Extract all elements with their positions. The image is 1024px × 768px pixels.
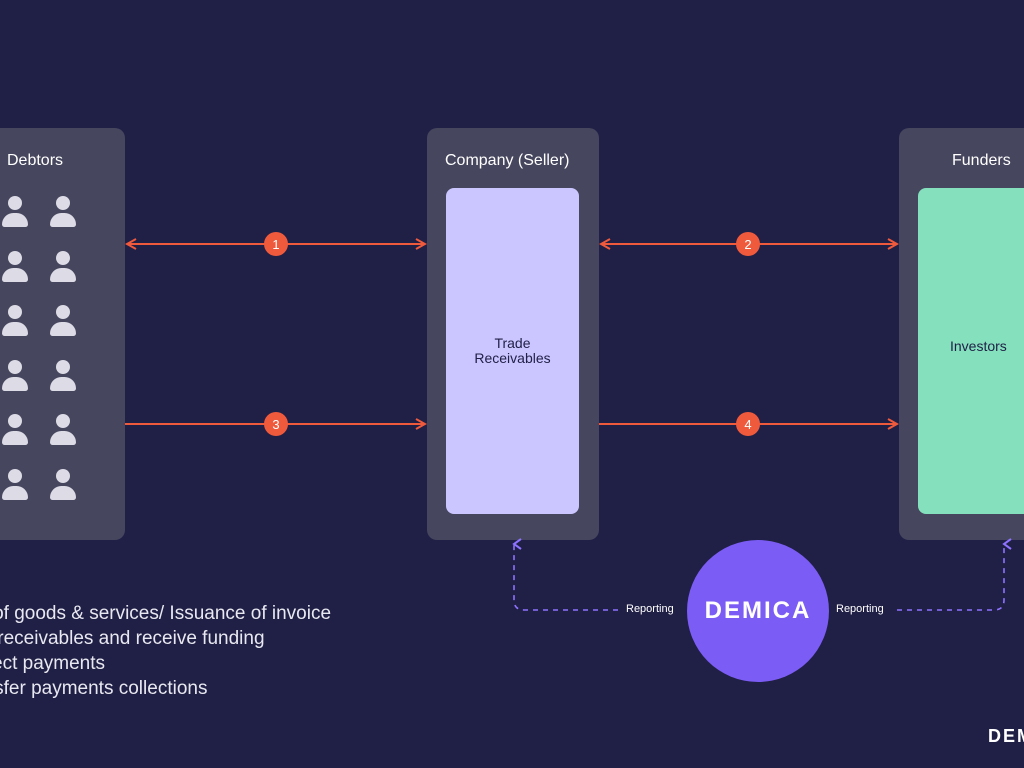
investors-box [918, 188, 1024, 514]
legend: le of goods & services/ Issuance of invo… [0, 601, 331, 701]
legend-item-2: ell receivables and receive funding [0, 628, 265, 649]
company-title: Company (Seller) [445, 152, 570, 169]
debtors-title: Debtors [7, 152, 64, 169]
person-icon [50, 250, 76, 282]
reporting-left-label: Reporting [626, 603, 674, 615]
person-icon [2, 196, 28, 227]
person-icon [50, 414, 76, 446]
person-icon [2, 414, 28, 446]
trade-receivables-box: Trade Receivables [446, 188, 579, 514]
person-icon [2, 359, 28, 391]
flow-1-badge: 1 [264, 232, 288, 256]
flow-1-number: 1 [272, 237, 279, 252]
person-icon [2, 250, 28, 282]
person-icon [2, 469, 28, 500]
investors-label: Investors [950, 338, 1007, 354]
flow-4-number: 4 [744, 417, 751, 432]
legend-item-4: ansfer payments collections [0, 678, 208, 699]
demica-hub: DEMICA [687, 540, 829, 682]
flow-4-badge: 4 [736, 412, 760, 436]
demica-hub-label: DEMICA [704, 597, 812, 624]
person-icon [50, 305, 76, 337]
trade-receivables-label-line1: Trade [494, 335, 531, 351]
reporting-right-label: Reporting [836, 603, 884, 615]
reporting-right-line [897, 538, 1012, 611]
reporting-left-line [512, 538, 618, 611]
person-icon [50, 196, 76, 227]
flow-3-badge: 3 [264, 412, 288, 436]
person-icon [50, 469, 76, 500]
trade-receivables-label-line2: Receivables [474, 350, 551, 366]
legend-item-3: ollect payments [0, 653, 106, 674]
corner-logo: DEM [988, 726, 1024, 746]
funders-title: Funders [952, 152, 1011, 169]
flow-3-number: 3 [272, 417, 279, 432]
flow-2-number: 2 [744, 237, 751, 252]
flow-2-badge: 2 [736, 232, 760, 256]
legend-item-1: le of goods & services/ Issuance of invo… [0, 603, 332, 624]
person-icon [50, 359, 76, 391]
person-icon [2, 305, 28, 337]
